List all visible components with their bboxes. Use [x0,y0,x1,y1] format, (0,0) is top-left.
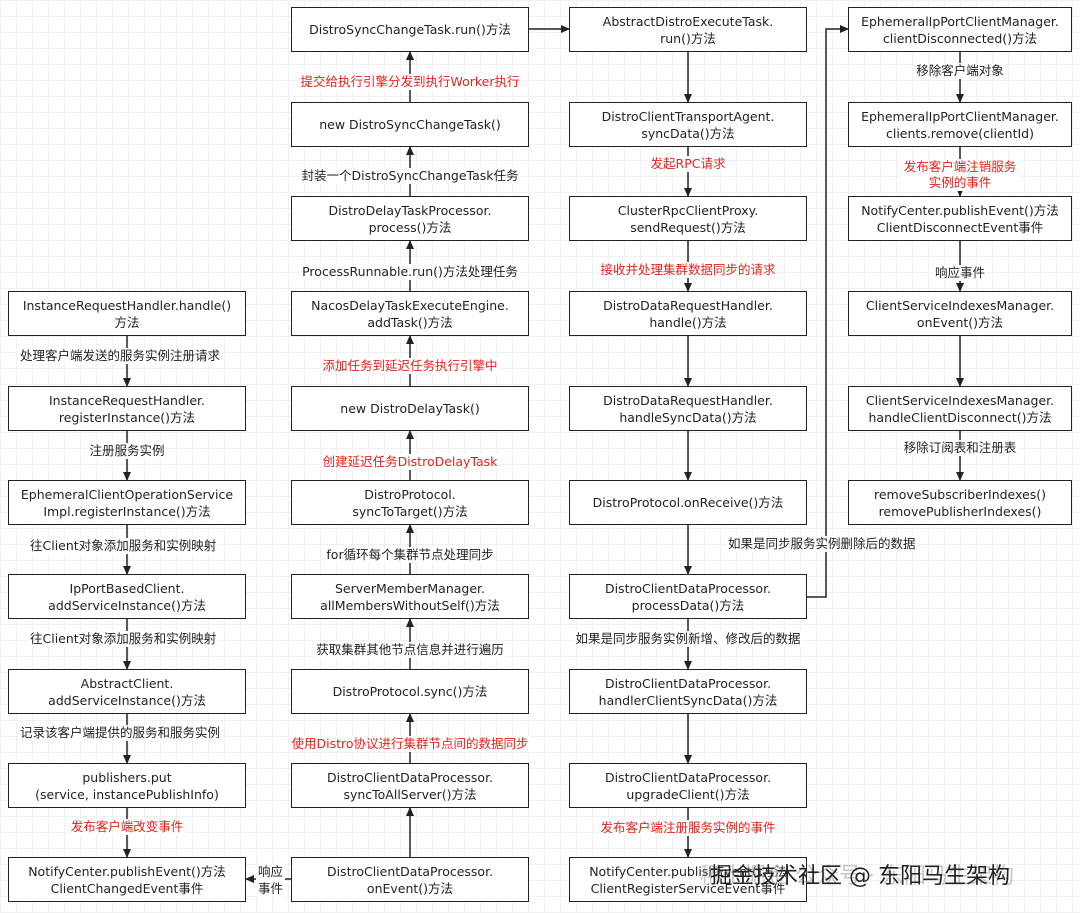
node-sync-to-all-server: DistroClientDataProcessor. syncToAllServ… [291,763,529,808]
label-add-to-delay-engine: 添加任务到延迟任务执行引擎中 [320,358,500,374]
node-publishers-put: publishers.put (service, instancePublish… [8,763,246,808]
label-use-distro-protocol: 使用Distro协议进行集群节点间的数据同步 [289,736,531,752]
node-ipport-add-service-instance: IpPortBasedClient. addServiceInstance()方… [8,574,246,619]
label-process-runnable: ProcessRunnable.run()方法处理任务 [300,264,520,280]
watermark-faded: 稀土掘金 公众号 · 东阳马生架构 [700,864,1014,889]
node-publish-client-changed-event: NotifyCenter.publishEvent()方法 ClientChan… [8,857,246,902]
node-clients-remove: EphemeralIpPortClientManager. clients.re… [848,102,1072,147]
label-handle-register-request: 处理客户端发送的服务实例注册请求 [18,348,223,364]
label-record-services: 记录该客户端提供的服务和服务实例 [18,725,223,741]
node-handle-client-disconnect: ClientServiceIndexesManager. handleClien… [848,386,1072,431]
label-publish-register-event: 发布客户端注册服务实例的事件 [598,820,778,836]
node-new-distro-delay-task: new DistroDelayTask() [291,386,529,431]
label-publish-disconnect-event: 发布客户端注销服务实例的事件 [900,159,1020,191]
connector-arrow-28 [807,25,849,598]
node-delay-task-engine-add-task: NacosDelayTaskExecuteEngine. addTask()方法 [291,291,529,336]
node-register-instance: InstanceRequestHandler. registerInstance… [8,386,246,431]
node-handler-client-sync-data: DistroClientDataProcessor. handlerClient… [569,669,807,714]
label-remove-client: 移除客户端对象 [914,63,1006,79]
node-transport-agent-sync-data: DistroClientTransportAgent. syncData()方法 [569,102,807,147]
node-remove-indexes: removeSubscriberIndexes() removePublishe… [848,480,1072,525]
node-publish-client-register-event: NotifyCenter.publishEvent()方法 ClientRegi… [569,857,807,902]
label-respond-event-2: 响应事件 [932,265,988,281]
node-indexes-manager-on-event: ClientServiceIndexesManager. onEvent()方法 [848,291,1072,336]
label-respond-event: 响应 事件 [256,863,286,897]
node-processor-on-event: DistroClientDataProcessor. onEvent()方法 [291,857,529,902]
node-distro-sync-change-task-run: DistroSyncChangeTask.run()方法 [291,7,529,52]
node-distro-protocol-sync: DistroProtocol.sync()方法 [291,669,529,714]
node-data-request-handler-handle: DistroDataRequestHandler. handle()方法 [569,291,807,336]
label-add-mapping-2: 往Client对象添加服务和实例映射 [28,631,219,647]
label-register-instance: 注册服务实例 [87,443,167,459]
watermark: 掘金技术社区 @ 东阳马生架构 [710,864,1010,889]
node-abstract-client-add-service-instance: AbstractClient. addServiceInstance()方法 [8,669,246,714]
label-wrap-sync-change-task: 封装一个DistroSyncChangeTask任务 [299,168,521,184]
node-ephemeral-register-instance: EphemeralClientOperationService Impl.reg… [8,480,246,525]
label-get-cluster-members: 获取集群其他节点信息并进行遍历 [314,642,506,658]
label-create-delay-task: 创建延迟任务DistroDelayTask [320,454,500,470]
node-server-member-manager: ServerMemberManager. allMembersWithoutSe… [291,574,529,619]
label-publish-client-changed: 发布客户端改变事件 [68,819,186,835]
node-client-disconnected: EphemeralIpPortClientManager. clientDisc… [848,7,1072,52]
node-rpc-client-send-request: ClusterRpcClientProxy. sendRequest()方法 [569,196,807,241]
node-instance-request-handle: InstanceRequestHandler.handle() 方法 [8,291,246,336]
node-handle-sync-data: DistroDataRequestHandler. handleSyncData… [569,386,807,431]
node-distro-protocol-on-receive: DistroProtocol.onReceive()方法 [569,480,807,525]
node-process-data: DistroClientDataProcessor. processData()… [569,574,807,619]
node-publish-client-disconnect-event: NotifyCenter.publishEvent()方法 ClientDisc… [848,196,1072,241]
node-distro-protocol-sync-to-target: DistroProtocol. syncToTarget()方法 [291,480,529,525]
node-distro-delay-task-processor: DistroDelayTaskProcessor. process()方法 [291,196,529,241]
label-submit-to-engine: 提交给执行引擎分发到执行Worker执行 [298,74,522,90]
label-for-each-member: for循环每个集群节点处理同步 [324,547,496,563]
node-abstract-distro-execute-task-run: AbstractDistroExecuteTask. run()方法 [569,7,807,52]
label-if-deleted-data: 如果是同步服务实例删除后的数据 [726,536,918,552]
node-upgrade-client: DistroClientDataProcessor. upgradeClient… [569,763,807,808]
label-receive-sync-request: 接收并处理集群数据同步的请求 [598,262,778,278]
node-new-distro-sync-change-task: new DistroSyncChangeTask() [291,102,529,147]
label-add-mapping-1: 往Client对象添加服务和实例映射 [28,538,219,554]
label-remove-indexes: 移除订阅表和注册表 [901,440,1019,456]
label-rpc-request: 发起RPC请求 [648,156,728,172]
label-if-added-modified-data: 如果是同步服务实例新增、修改后的数据 [573,631,803,647]
